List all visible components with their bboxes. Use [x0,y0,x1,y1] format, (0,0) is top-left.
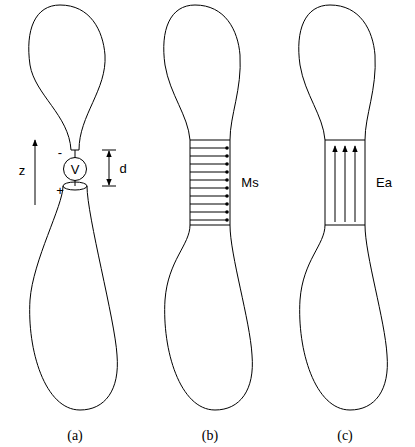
source-label: V [71,163,80,176]
current-loop [190,212,227,213]
current-loop [190,188,227,189]
axis-label: z [19,164,26,177]
band-edge [190,225,230,226]
current-loop [190,220,227,221]
field-label: Ea [376,176,392,189]
band-edge [325,225,365,226]
current-dot [225,218,229,222]
dimension-tick [102,186,116,187]
current-loop [190,172,227,173]
current-loop [190,180,227,181]
current-loop [190,164,227,165]
current-dot [225,146,229,150]
band-edge [325,140,365,141]
band-edge [190,140,230,141]
polarity-sign: - [58,146,62,159]
current-dot [225,210,229,214]
current-dot [225,202,229,206]
gap-dimension: d [119,162,126,175]
dimension-tick [102,150,116,151]
panel-caption: (a) [67,429,83,443]
current-loop [190,196,227,197]
current-dot [225,186,229,190]
upper-arm [29,5,105,150]
current-dot [225,170,229,174]
field-arrow [355,146,356,222]
current-loop [190,148,227,149]
z-axis-arrow [35,140,36,205]
field-arrow [335,146,336,222]
current-loop [190,156,227,157]
dipole-body [299,5,388,410]
current-loop [190,204,227,205]
lower-arm [30,186,118,410]
current-dot [225,178,229,182]
current-dot [225,162,229,166]
voltage-source: V [63,157,87,181]
current-dot [225,194,229,198]
dimension-line [109,151,110,185]
field-arrow [345,146,346,222]
polarity-sign: + [56,184,64,197]
current-dot [225,154,229,158]
magnetic-current-label: Ms [241,176,258,189]
dipole-body [164,5,253,410]
panel-caption: (c) [337,429,353,443]
panel-caption: (b) [202,429,218,443]
